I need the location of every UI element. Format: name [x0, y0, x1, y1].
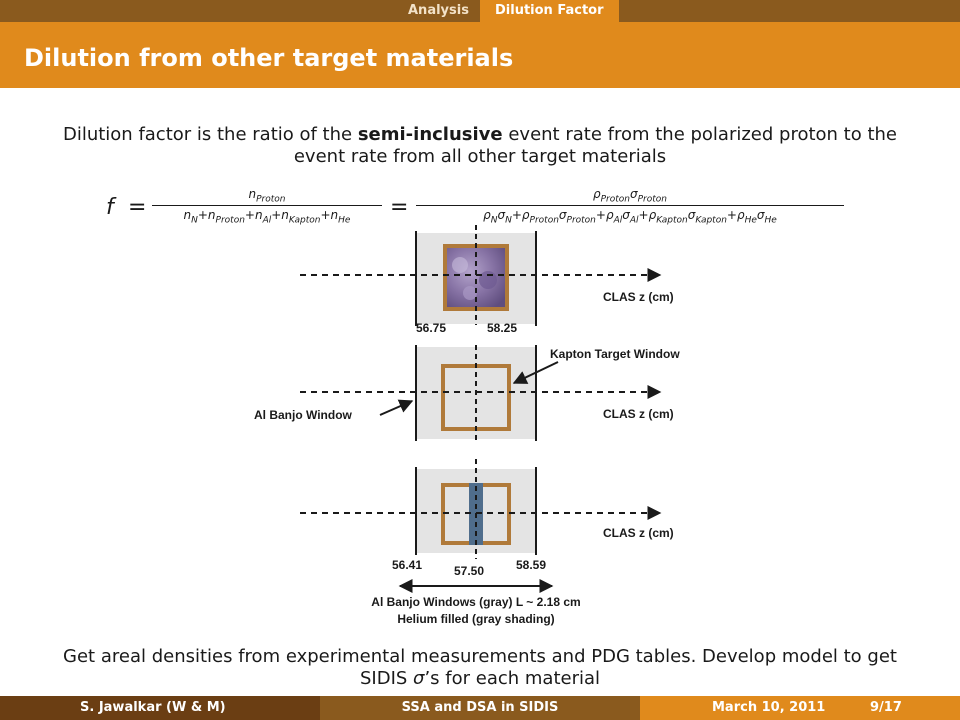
footer-bar: S. Jawalkar (W & M) SSA and DSA in SIDIS… [0, 696, 960, 720]
outro-text-end: ’s for each material [424, 668, 601, 689]
banjo-pointer-arrow [379, 399, 414, 416]
target-bead [463, 286, 477, 300]
outro-text-start: SIDIS [359, 668, 414, 689]
intro-second-line: event rate from all other target materia… [293, 146, 667, 167]
formula-equals-1: = [128, 195, 147, 220]
target-panel-windows: Kapton Target Window Al Banjo Window CLA… [254, 345, 680, 441]
outro-first-line: Get areal densities from experimental me… [63, 646, 897, 667]
banjo-window-label: Al Banjo Window [254, 408, 353, 422]
target-panel-filled: CLAS z (cm) 56.75 58.25 [300, 225, 674, 335]
formula-equals-2: = [390, 195, 409, 220]
tick-label: 58.25 [487, 321, 517, 335]
sigma-symbol: σ [413, 668, 425, 689]
figure-caption: Helium filled (gray shading) [397, 612, 554, 626]
fraction-1-denominator: nN+nProton+nAl+nKapton+nHe [183, 208, 351, 226]
tick-label: 58.59 [516, 558, 546, 572]
intro-bold-term: semi-inclusive [357, 124, 503, 145]
intro-paragraph: Dilution factor is the ratio of the semi… [40, 124, 920, 168]
slide-title: Dilution from other target materials [24, 44, 514, 72]
tick-label: 56.41 [392, 558, 422, 572]
footer-page-number: 9/17 [870, 700, 902, 715]
axis-label: CLAS z (cm) [603, 407, 674, 421]
footer-talk-title: SSA and DSA in SIDIS [320, 696, 640, 720]
tick-label: 57.50 [454, 564, 484, 578]
intro-text-start: Dilution factor is the ratio of the [62, 124, 358, 145]
kapton-pointer-arrow [512, 361, 559, 384]
fraction-number-ratio: nProton nN+nProton+nAl+nKapton+nHe [152, 187, 382, 226]
fraction-density-ratio: ρProtonσProton ρNσN+ρProtonσProton+ρAlσA… [416, 187, 844, 226]
target-panel-dimensions: CLAS z (cm) 56.41 57.50 58.59 Al Banjo W… [300, 459, 674, 626]
footer-date: March 10, 2011 [712, 700, 826, 715]
axis-label: CLAS z (cm) [603, 290, 674, 304]
nav-section-dilution-factor[interactable]: Dilution Factor [480, 0, 619, 22]
formula-lhs: f [106, 195, 114, 220]
target-bead [479, 271, 497, 289]
footer-author: S. Jawalkar (W & M) [80, 700, 226, 715]
axis-label: CLAS z (cm) [603, 526, 674, 540]
fraction-1-numerator: nProton [152, 187, 382, 207]
kapton-window-label: Kapton Target Window [550, 347, 680, 361]
dilution-formula: f = nProton nN+nProton+nAl+nKapton+nHe =… [100, 187, 860, 231]
outro-paragraph: Get areal densities from experimental me… [40, 646, 920, 690]
title-bar [0, 22, 960, 88]
target-cell-diagram: CLAS z (cm) 56.75 58.25 Kapton Target Wi… [254, 225, 680, 626]
intro-text-end: event rate from the polarized proton to … [502, 124, 898, 145]
tick-label: 56.75 [416, 321, 446, 335]
footer-author-block: S. Jawalkar (W & M) [0, 696, 320, 720]
footer-date-block: March 10, 2011 9/17 [640, 696, 960, 720]
fraction-2-denominator: ρNσN+ρProtonσProton+ρAlσAl+ρKaptonσKapto… [483, 208, 777, 226]
figure-caption: Al Banjo Windows (gray) L ~ 2.18 cm [371, 595, 580, 609]
nav-section-analysis[interactable]: Analysis [408, 3, 469, 18]
fraction-2-numerator: ρProtonσProton [416, 187, 844, 207]
section-navigation: Analysis Dilution Factor [0, 0, 960, 22]
target-bead [452, 257, 468, 273]
